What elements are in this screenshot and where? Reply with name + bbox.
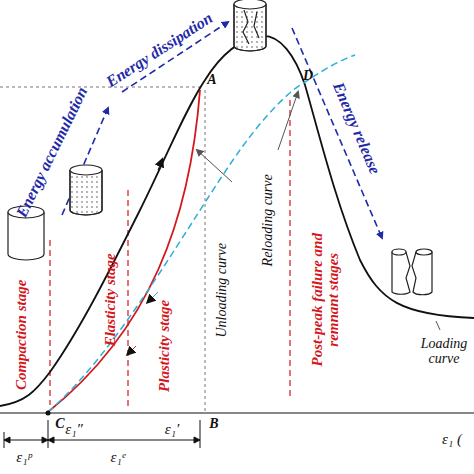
- curve-label: Reloading curve: [261, 174, 276, 266]
- stage-label: Post-peak failure and remnant stages: [310, 220, 342, 380]
- stage-label: Compaction stage: [14, 280, 30, 390]
- strain-label: ε₁ᵉ: [110, 450, 125, 466]
- point-label: A: [207, 73, 216, 88]
- strain-label: ε₁′: [165, 422, 179, 438]
- curve-label: Unloading curve: [215, 243, 230, 337]
- energy-label: Energy dissipation: [104, 9, 216, 90]
- point-label: C: [55, 417, 64, 432]
- curve-label: Loading curve: [414, 337, 474, 366]
- stage-label: Elasticity stage: [102, 254, 118, 347]
- energy-label: Energy release: [329, 80, 383, 177]
- point-label: D: [303, 69, 313, 84]
- axis-label: ε₁ (: [442, 432, 462, 448]
- strain-label: ε₁ᵖ: [16, 450, 31, 466]
- strain-label: ε₁″: [65, 422, 82, 438]
- stage-label: Plasticity stage: [157, 300, 173, 392]
- point-label: B: [209, 417, 218, 432]
